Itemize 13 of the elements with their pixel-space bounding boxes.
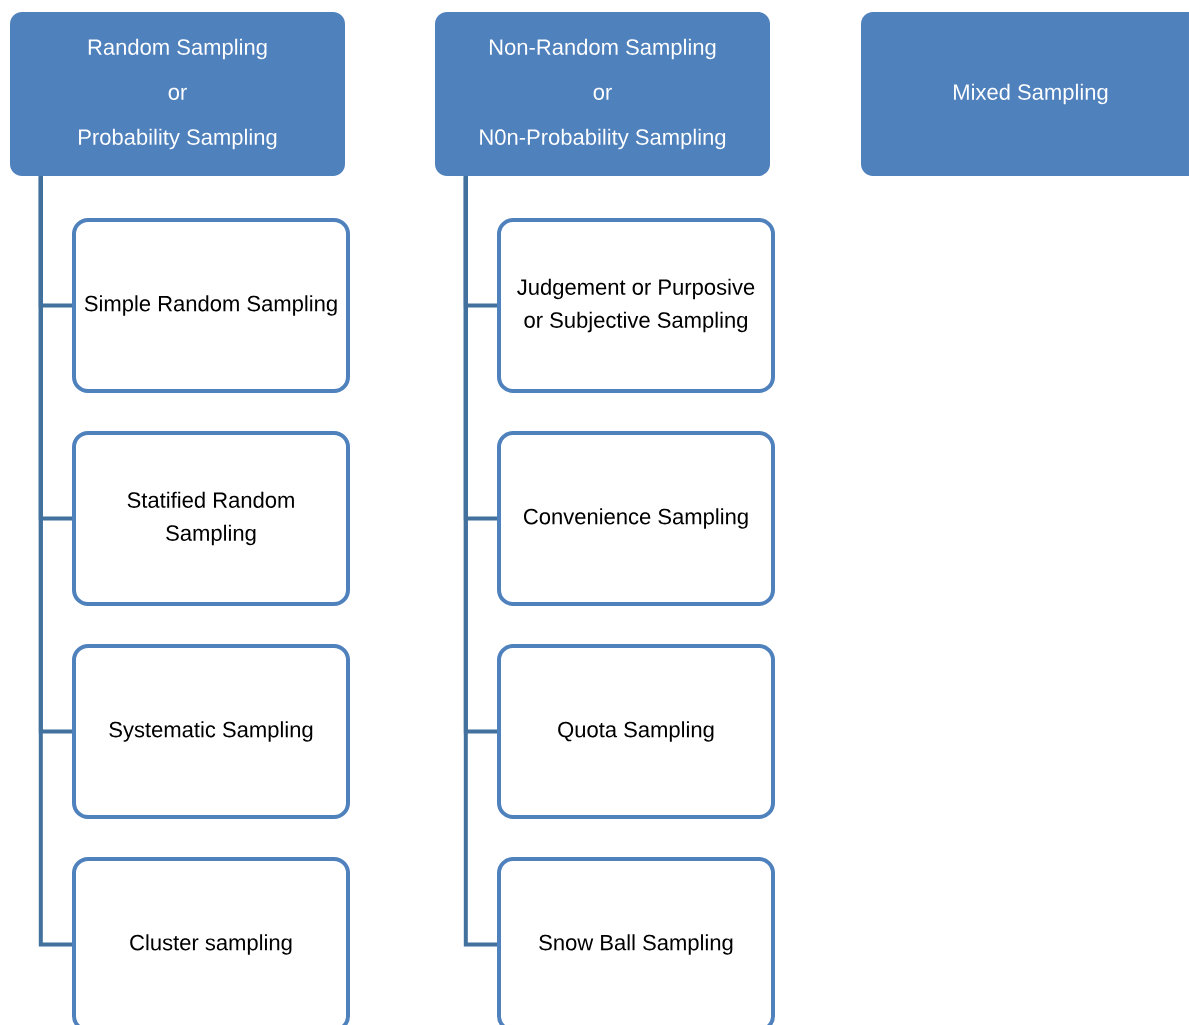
sampling-box: Snow Ball Sampling [497,857,775,1025]
sampling-box: Judgement or Purposive or Subjective Sampling [497,218,775,393]
sampling-box: Cluster sampling [72,857,350,1025]
sampling-box: Statified Random Sampling [72,431,350,606]
sampling-box: Quota Sampling [497,644,775,819]
category-box: Random Sampling or Probability Sampling [10,12,345,176]
sampling-box: Convenience Sampling [497,431,775,606]
sampling-box: Simple Random Sampling [72,218,350,393]
category-box: Non-Random Sampling or N0n-Probability Sampling [435,12,770,176]
connector-line [38,176,72,947]
connector-line [463,176,497,947]
sampling-box: Systematic Sampling [72,644,350,819]
category-box: Mixed Sampling [861,12,1189,176]
